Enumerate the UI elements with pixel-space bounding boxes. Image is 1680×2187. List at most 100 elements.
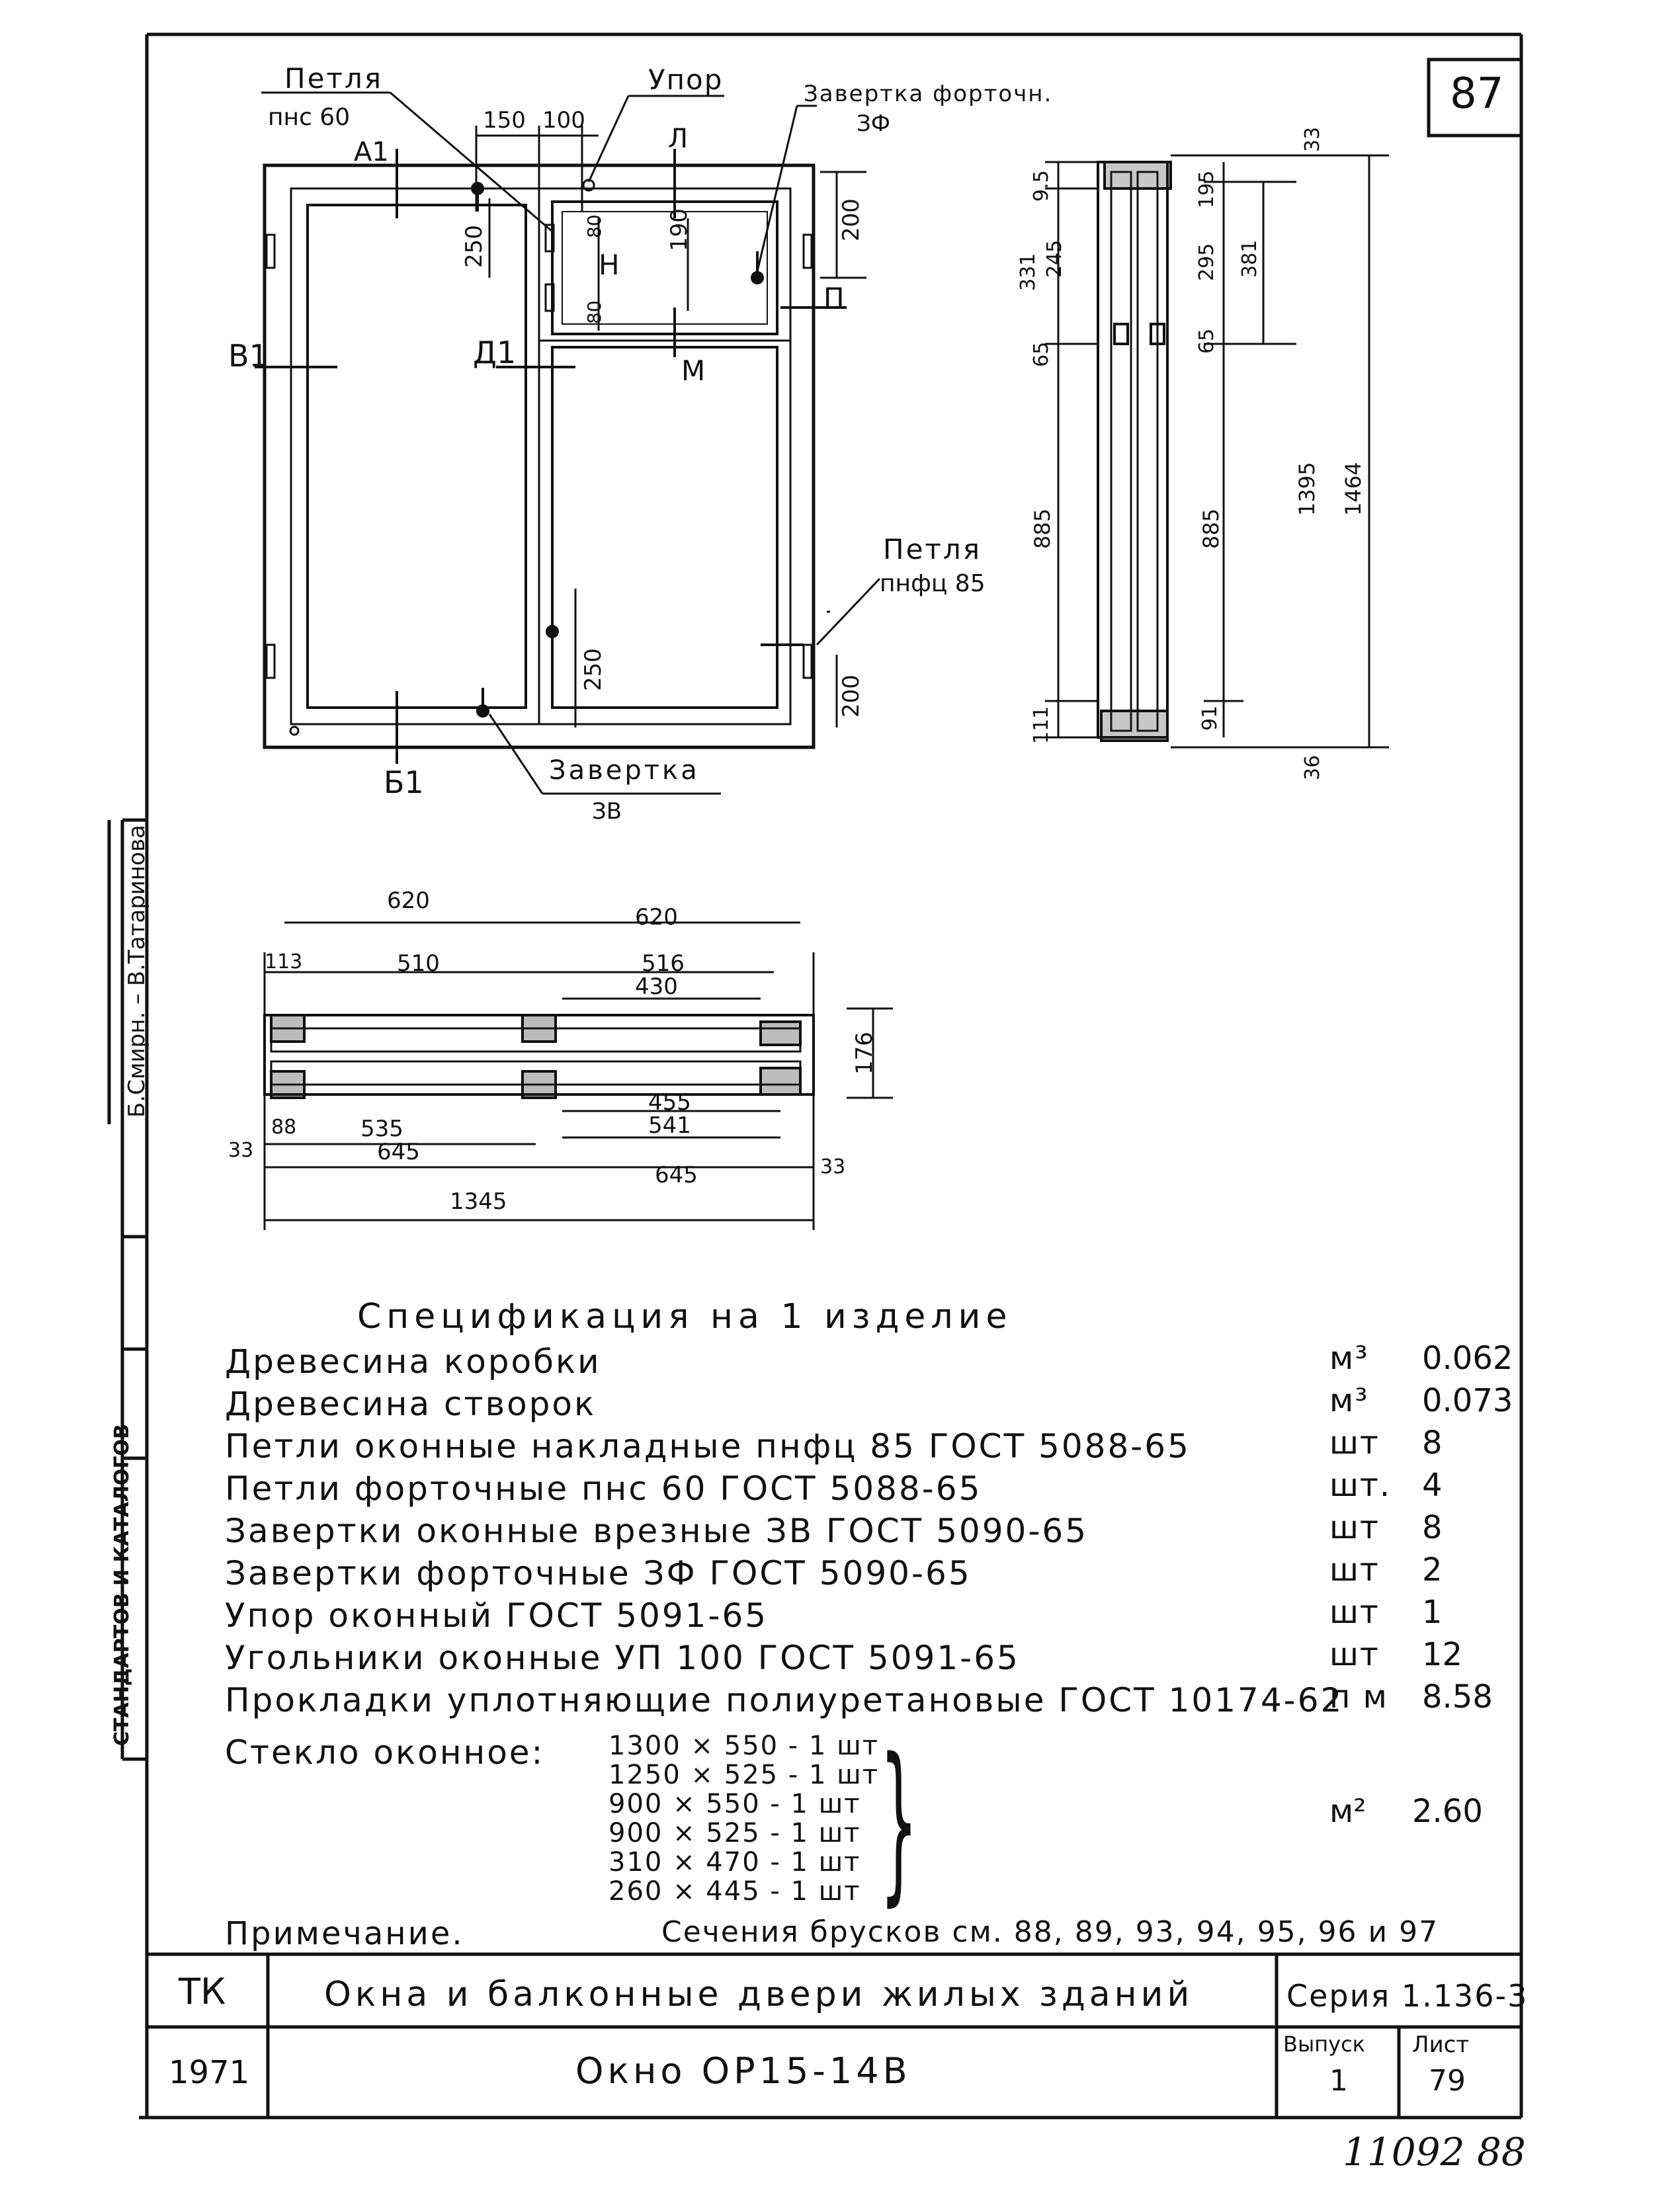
label-petlya-right: Петля: [883, 533, 982, 565]
vs-left-dim-5: 885: [1030, 508, 1055, 549]
spec-row-name: Прокладки уплотняющие полиуретановые ГОС…: [225, 1681, 1344, 1719]
hs-top-dim-5: 516: [642, 950, 685, 977]
glass-label: Стекло оконное:: [225, 1733, 545, 1772]
side-stamp-authors: Б.Смирн. – В.Татаринова: [124, 825, 150, 1118]
spec-row-value: 8.58: [1422, 1678, 1493, 1715]
vs-right-dim-6: 885: [1198, 508, 1224, 549]
hs-bottom-dim-8: 33: [820, 1155, 846, 1178]
note-text: Сечения брусков см. 88, 89, 93, 94, 95, …: [661, 1915, 1439, 1949]
label-a1-top: А1: [354, 137, 389, 167]
label-petlya-top-code: пнс 60: [268, 104, 351, 131]
hs-top-dim-2: 620: [635, 904, 678, 930]
label-b1-left: В1: [228, 338, 269, 374]
spec-row-unit: шт.: [1329, 1467, 1392, 1504]
spec-row-unit: шт: [1329, 1551, 1380, 1589]
hs-bottom-dim-7: 645: [655, 1162, 698, 1188]
hs-bottom-dim-9: 1345: [450, 1188, 507, 1215]
dim-200-bot: 200: [838, 675, 864, 718]
vs-right-dim-4: 381: [1238, 239, 1261, 278]
hs-bottom-dim-4: 535: [360, 1116, 403, 1142]
vs-right-dim-3: 295: [1195, 243, 1218, 281]
hs-bottom-dim-6: 645: [377, 1139, 420, 1165]
hs-top-dim-6: 430: [635, 973, 678, 1000]
spec-row-unit: шт: [1329, 1509, 1380, 1546]
label-zavertka-fort: Завертка форточн.: [804, 81, 1053, 107]
spec-row-name: Петли форточные пнс 60 ГОСТ 5088-65: [225, 1469, 982, 1508]
glass-item: 900 × 550 - 1 шт: [609, 1789, 861, 1819]
vs-right-dim-5: 65: [1195, 328, 1218, 354]
glass-item: 1250 × 525 - 1 шт: [609, 1760, 880, 1790]
spec-row-value: 4: [1422, 1467, 1443, 1504]
dim-80-a: 80: [583, 214, 605, 238]
dim-100: 100: [542, 107, 585, 134]
hs-top-dim-4: 510: [397, 950, 440, 977]
hs-bottom-dim-2: 541: [648, 1112, 691, 1139]
hs-bottom-dim-5: 33: [228, 1139, 254, 1162]
glass-item: 260 × 445 - 1 шт: [609, 1876, 861, 1907]
vs-left-dim-3: 331: [1017, 253, 1040, 291]
hs-bottom-dim-3: 88: [271, 1116, 297, 1139]
dim-80-b: 80: [583, 300, 605, 324]
label-p-mark: П: [823, 282, 845, 314]
spec-row-name: Упор оконный ГОСТ 5091-65: [225, 1596, 769, 1635]
vs-right-dim-8: 1464: [1341, 462, 1366, 516]
spec-row-value: 12: [1422, 1636, 1463, 1673]
window-elevation: [263, 163, 816, 749]
label-d1-mid: Д1: [473, 335, 517, 370]
dim-200-top: 200: [838, 198, 864, 241]
tb-drawing: Окно ОР15-14В: [575, 2050, 911, 2092]
footer-handwritten: 11092 88: [1343, 2129, 1526, 2174]
vertical-section: [1097, 161, 1172, 742]
dim-250-bot: 250: [580, 648, 607, 691]
vs-right-dim-9: 91: [1198, 705, 1222, 731]
label-h-mark: Н: [599, 249, 620, 281]
vs-left-dim-2: 245: [1043, 239, 1066, 278]
spec-row-unit: п м: [1329, 1678, 1388, 1715]
label-zavertka-fort-code: ЗФ: [857, 110, 891, 137]
dim-190: 190: [666, 208, 693, 251]
label-zavertka: Завертка: [549, 755, 700, 786]
glass-value: 2.60: [1412, 1793, 1483, 1830]
spec-row-unit: шт: [1329, 1424, 1380, 1462]
title-block-grid: [147, 1952, 1521, 2118]
vs-right-dim-1: 33: [1301, 126, 1324, 152]
spec-row-value: 8: [1422, 1509, 1443, 1546]
spec-row-name: Петли оконные накладные пнфц 85 ГОСТ 508…: [225, 1427, 1191, 1465]
page-number: 87: [1450, 69, 1504, 118]
label-m-mark: М: [681, 354, 706, 387]
tb-code: ТК: [179, 1971, 226, 2012]
glass-item: 900 × 525 - 1 шт: [609, 1818, 861, 1848]
spec-row-unit: м³: [1329, 1340, 1369, 1377]
glass-brace: }: [880, 1722, 918, 1922]
label-b1-bottom: Б1: [384, 764, 424, 800]
spec-row-value: 2: [1422, 1551, 1443, 1589]
dim-150: 150: [483, 107, 526, 134]
hs-bottom-dim-1: 455: [648, 1089, 691, 1116]
label-petlya-right-code: пнфц 85: [880, 570, 986, 597]
page-number-box: [1427, 58, 1523, 138]
tb-issue-value: 1: [1329, 2064, 1348, 2098]
spec-row-name: Древесина коробки: [225, 1342, 601, 1381]
spec-row-value: 1: [1422, 1594, 1443, 1631]
hs-top-dim-1: 620: [387, 887, 430, 914]
spec-row-name: Угольники оконные УП 100 ГОСТ 5091-65: [225, 1639, 1020, 1677]
side-stamp-org: Стандартов и каталогов: [110, 1424, 134, 1746]
vs-left-dim-1: 9.5: [1030, 170, 1053, 202]
tb-sheet-label: Лист: [1412, 2032, 1470, 2058]
dim-250-top: 250: [461, 225, 487, 268]
vs-right-dim-2: 195: [1195, 170, 1218, 208]
horizontal-section: [263, 1014, 815, 1099]
spec-row-unit: шт: [1329, 1594, 1380, 1631]
label-zavertka-code: ЗВ: [592, 798, 622, 825]
glass-item: 1300 × 550 - 1 шт: [609, 1731, 880, 1761]
vs-right-dim-7: 1395: [1294, 462, 1320, 516]
tb-title: Окна и балконные двери жилых зданий: [324, 1975, 1194, 2014]
spec-row-value: 0.062: [1422, 1340, 1513, 1377]
tb-issue-label: Выпуск: [1283, 2032, 1365, 2057]
hs-top-dim-3: 113: [265, 950, 303, 973]
spec-row-unit: шт: [1329, 1636, 1380, 1673]
label-petlya-top: Петля: [284, 62, 383, 95]
spec-row-unit: м³: [1329, 1382, 1369, 1419]
label-l-top: Л: [668, 124, 689, 154]
